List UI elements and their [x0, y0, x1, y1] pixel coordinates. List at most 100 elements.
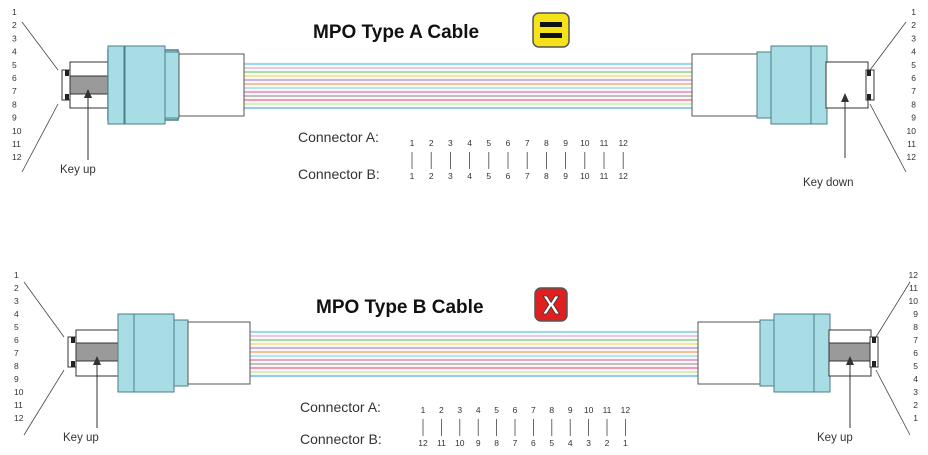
fiber-ribbon — [250, 330, 698, 378]
pin-number: 8 — [911, 99, 916, 109]
pin-number: 10 — [12, 126, 22, 136]
pin-number: 9 — [913, 309, 918, 319]
connector-a-pin: 6 — [513, 405, 518, 415]
connector-b-pin: 9 — [563, 171, 568, 181]
left-pin-leader-lines — [21, 21, 59, 173]
pin-number: 3 — [14, 296, 19, 306]
connector-a-pin: 8 — [549, 405, 554, 415]
connector-b-pin: 8 — [494, 438, 499, 448]
pin-number: 8 — [14, 361, 19, 371]
pin-number: 9 — [12, 113, 17, 123]
pin-number: 5 — [913, 361, 918, 371]
right-key-label: Key up — [817, 432, 853, 444]
pin-number: 6 — [12, 73, 17, 83]
connector-b-pin: 6 — [506, 171, 511, 181]
pin-number: 12 — [12, 152, 22, 162]
connector-b-label: Connector B: — [298, 166, 380, 182]
pin-number: 11 — [907, 139, 916, 149]
left-connector — [61, 45, 245, 125]
svg-text:X: X — [542, 290, 560, 320]
pin-number: 7 — [913, 335, 918, 345]
pin-number: 10 — [907, 126, 917, 136]
type-a-cable-diagram: MPO Type A Cable — [12, 7, 916, 189]
pin-number: 6 — [913, 348, 918, 358]
pin-number: 7 — [911, 86, 916, 96]
connector-a-pin: 1 — [421, 405, 426, 415]
left-key-arrow — [84, 89, 92, 160]
x-icon: X — [534, 287, 568, 322]
connector-b-pin: 11 — [437, 438, 446, 448]
connector-b-pin: 2 — [605, 438, 610, 448]
pin-number: 2 — [14, 283, 19, 293]
pin-number: 2 — [911, 20, 916, 30]
pin-number: 7 — [14, 348, 19, 358]
connector-b-pin: 4 — [568, 438, 573, 448]
pin-number: 12 — [909, 270, 919, 280]
connector-a-pin: 7 — [531, 405, 536, 415]
pin-number: 4 — [14, 309, 19, 319]
connector-a-pin: 6 — [506, 138, 511, 148]
connector-b-pin: 5 — [549, 438, 554, 448]
pin-number: 5 — [12, 60, 17, 70]
left-key-arrow — [93, 356, 101, 428]
connector-b-pin: 12 — [618, 171, 628, 181]
connector-a-pin: 5 — [494, 405, 499, 415]
connector-b-pin: 12 — [418, 438, 428, 448]
connector-a-pin: 4 — [476, 405, 481, 415]
pin-number: 3 — [12, 33, 17, 43]
connector-b-pin: 3 — [448, 171, 453, 181]
pin-number: 11 — [12, 139, 21, 149]
pin-number: 2 — [913, 400, 918, 410]
connector-b-pin: 1 — [410, 171, 415, 181]
connector-b-pin: 2 — [429, 171, 434, 181]
connector-a-pin: 10 — [580, 138, 590, 148]
right-key-arrow — [846, 356, 854, 428]
connector-a-pin: 10 — [584, 405, 594, 415]
connector-a-pin: 11 — [603, 405, 612, 415]
left-key-label: Key up — [60, 164, 96, 176]
pin-number: 4 — [12, 47, 17, 57]
pin-number: 7 — [12, 86, 17, 96]
pin-number: 3 — [913, 387, 918, 397]
pin-number: 3 — [911, 33, 916, 43]
left-key-label: Key up — [63, 432, 99, 444]
connector-b-pin: 11 — [600, 171, 609, 181]
pin-number: 9 — [14, 374, 19, 384]
connector-a-label: Connector A: — [298, 129, 379, 145]
pin-number: 8 — [12, 99, 17, 109]
pin-number: 6 — [911, 73, 916, 83]
right-key-label: Key down — [803, 177, 854, 189]
pin-number: 11 — [14, 400, 23, 410]
equal-sign-icon — [532, 12, 570, 48]
pin-number: 5 — [14, 322, 19, 332]
connector-a-pin: 8 — [544, 138, 549, 148]
connector-b-pin: 8 — [544, 171, 549, 181]
connector-b-pin: 10 — [580, 171, 590, 181]
connector-b-pin: 4 — [467, 171, 472, 181]
connector-a-pin: 3 — [448, 138, 453, 148]
connector-a-pin: 2 — [429, 138, 434, 148]
fiber-ribbon — [244, 62, 692, 110]
connector-b-pin: 7 — [525, 171, 530, 181]
connector-a-pin: 11 — [600, 138, 609, 148]
pin-number: 1 — [911, 7, 916, 17]
connector-a-pin: 9 — [568, 405, 573, 415]
right-pin-leader-lines — [875, 281, 911, 436]
pin-number: 12 — [907, 152, 917, 162]
type-a-title: MPO Type A Cable — [313, 22, 479, 43]
type-b-cable-diagram: MPO Type B Cable X — [14, 270, 918, 448]
connector-a-pin: 12 — [621, 405, 631, 415]
pin-number: 4 — [911, 47, 916, 57]
pin-number: 4 — [913, 374, 918, 384]
pin-number: 1 — [913, 413, 918, 423]
connector-b-pin: 10 — [455, 438, 465, 448]
connector-a-pin: 7 — [525, 138, 530, 148]
connector-a-pin: 9 — [563, 138, 568, 148]
connector-b-pin: 3 — [586, 438, 591, 448]
pin-number: 1 — [14, 270, 19, 280]
pin-number: 10 — [909, 296, 919, 306]
